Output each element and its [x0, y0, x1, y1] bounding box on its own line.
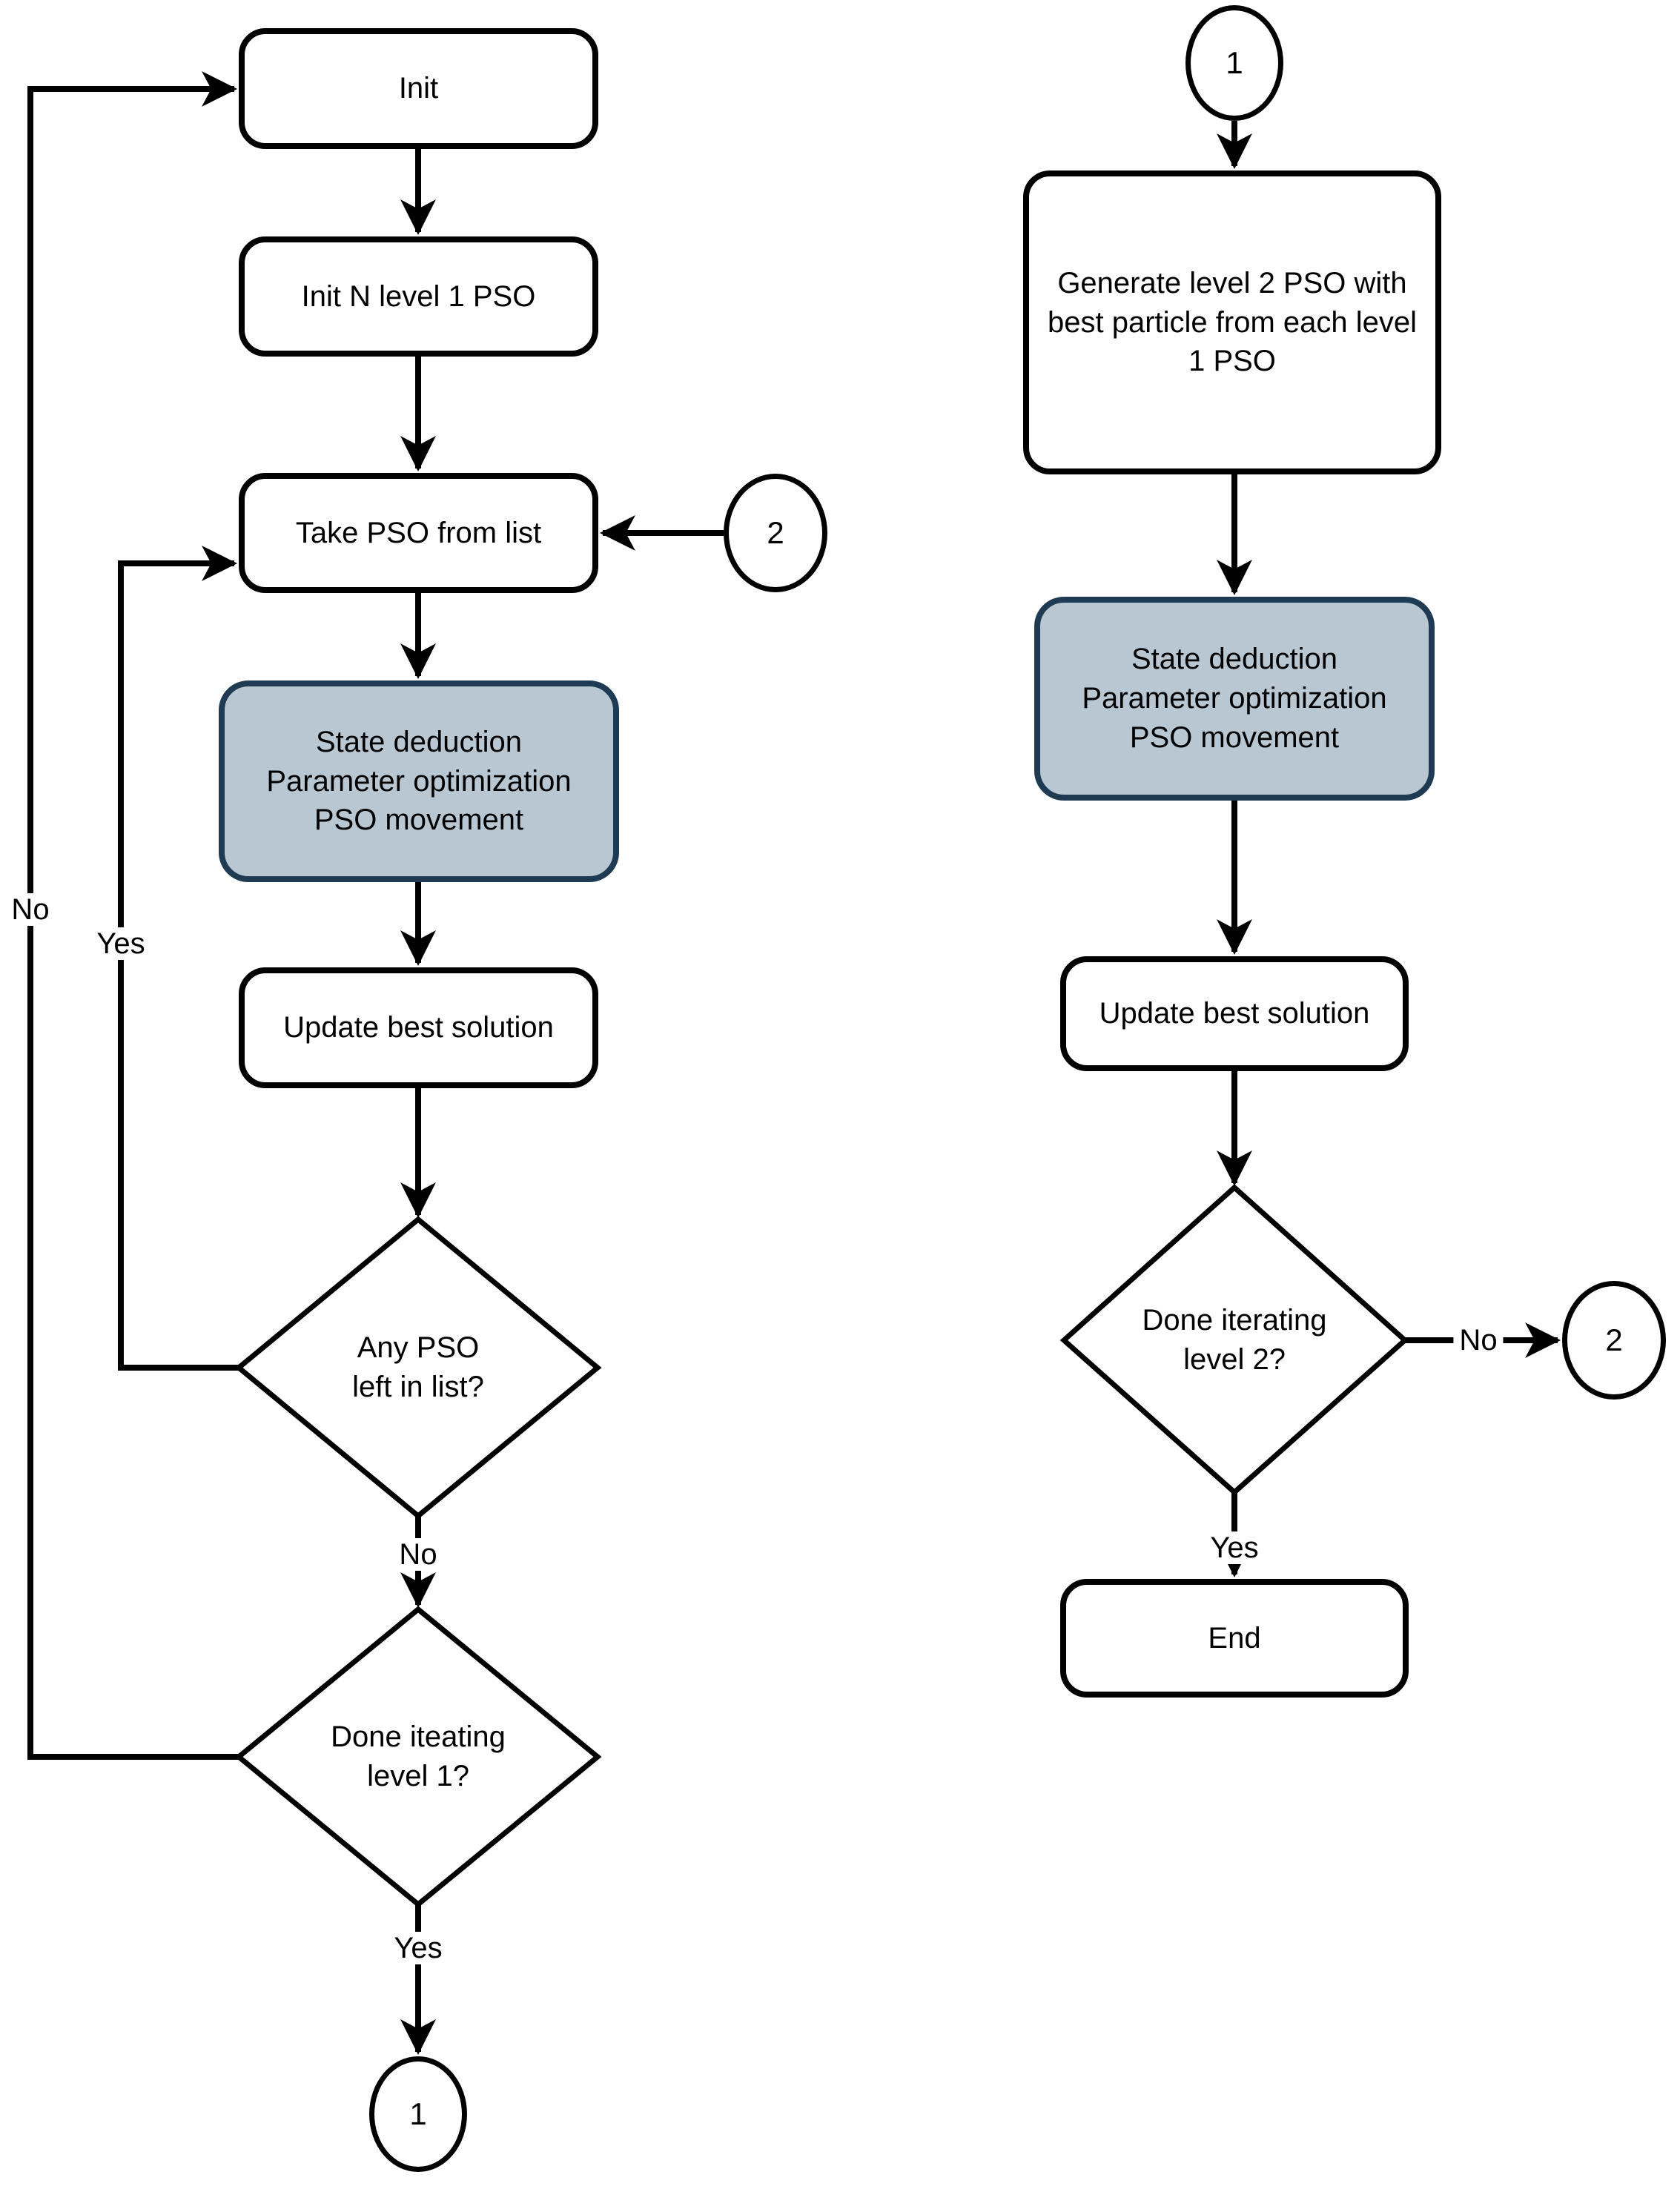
node-take-pso-from-list: Take PSO from list [239, 473, 598, 593]
shaded-right-line-1: State deduction [1131, 643, 1337, 676]
node-init: Init [239, 28, 598, 149]
node-update-best-solution-right: Update best solution [1060, 956, 1409, 1071]
node-update-best-solution-left: Update best solution [239, 967, 598, 1088]
node-generate-line-3: 1 PSO [1188, 345, 1276, 378]
node-update-left-label: Update best solution [283, 1011, 554, 1044]
node-end: End [1060, 1579, 1409, 1698]
connector-circle-2-left: 2 [724, 474, 827, 592]
edge-label-yes-to-end: Yes [1204, 1531, 1265, 1564]
connector-circle-2-right-label: 2 [1605, 1322, 1623, 1357]
connector-circle-1-top-right: 1 [1185, 5, 1283, 121]
decision-done-level1-shape [234, 1606, 602, 1908]
edge-label-no-outer-loop: No [5, 893, 56, 926]
shaded-left-line-2: Parameter optimization [266, 764, 572, 798]
edge-anypso-yes-loop [118, 546, 239, 1371]
connector-circle-2-left-label: 2 [767, 515, 784, 550]
decision-done-level1-line-1: Done iteating [331, 1721, 506, 1754]
node-state-deduction-left: State deduction Parameter optimization P… [219, 680, 619, 882]
connector-circle-1-bottom-label: 1 [409, 2096, 427, 2131]
shaded-right-line-3: PSO movement [1129, 721, 1340, 754]
decision-done-level2-line-2: level 2? [1183, 1342, 1286, 1376]
decision-any-pso-line-1: Any PSO [357, 1331, 480, 1365]
node-generate-line-2: best particle from each level [1047, 305, 1417, 339]
node-take-pso-label: Take PSO from list [295, 516, 542, 549]
shaded-right-line-2: Parameter optimization [1082, 682, 1387, 715]
node-end-label: End [1208, 1621, 1261, 1655]
connector-circle-2-right: 2 [1562, 1281, 1666, 1400]
node-init-n-label: Init N level 1 PSO [301, 279, 536, 313]
edge-label-no-between-diamonds: No [393, 1538, 443, 1571]
decision-done-level1-line-2: level 1? [367, 1760, 469, 1792]
shaded-left-line-3: PSO movement [314, 804, 524, 837]
node-init-n-level1-pso: Init N level 1 PSO [239, 236, 598, 357]
decision-any-pso-shape [234, 1216, 602, 1520]
connector-circle-1-bottom-left: 1 [369, 2056, 467, 2172]
decision-done-iterating-level1: Done iteating level 1? [239, 1609, 598, 1904]
node-generate-line-1: Generate level 2 PSO with [1057, 266, 1407, 299]
node-init-label: Init [398, 72, 439, 105]
decision-done-level2-line-1: Done iterating [1142, 1303, 1327, 1337]
connector-circle-1-top-label: 1 [1226, 45, 1243, 80]
node-state-deduction-right: State deduction Parameter optimization P… [1034, 597, 1435, 801]
decision-done-level2-shape [1059, 1184, 1409, 1496]
decision-any-pso-line-2: left in list? [352, 1371, 484, 1403]
node-generate-level2-pso: Generate level 2 PSO with best particle … [1023, 170, 1441, 474]
edge-label-yes-inner-loop: Yes [90, 927, 151, 960]
decision-done-iterating-level2: Done iterating level 2? [1064, 1188, 1405, 1492]
edge-label-no-to-connector-2: No [1453, 1324, 1504, 1357]
decision-any-pso-left-in-list: Any PSO left in list? [239, 1219, 598, 1516]
edge-label-yes-to-connector-1: Yes [388, 1932, 449, 1964]
edge-done1-no-loop [27, 71, 239, 1760]
node-update-right-label: Update best solution [1099, 997, 1370, 1030]
shaded-left-line-1: State deduction [316, 725, 522, 758]
